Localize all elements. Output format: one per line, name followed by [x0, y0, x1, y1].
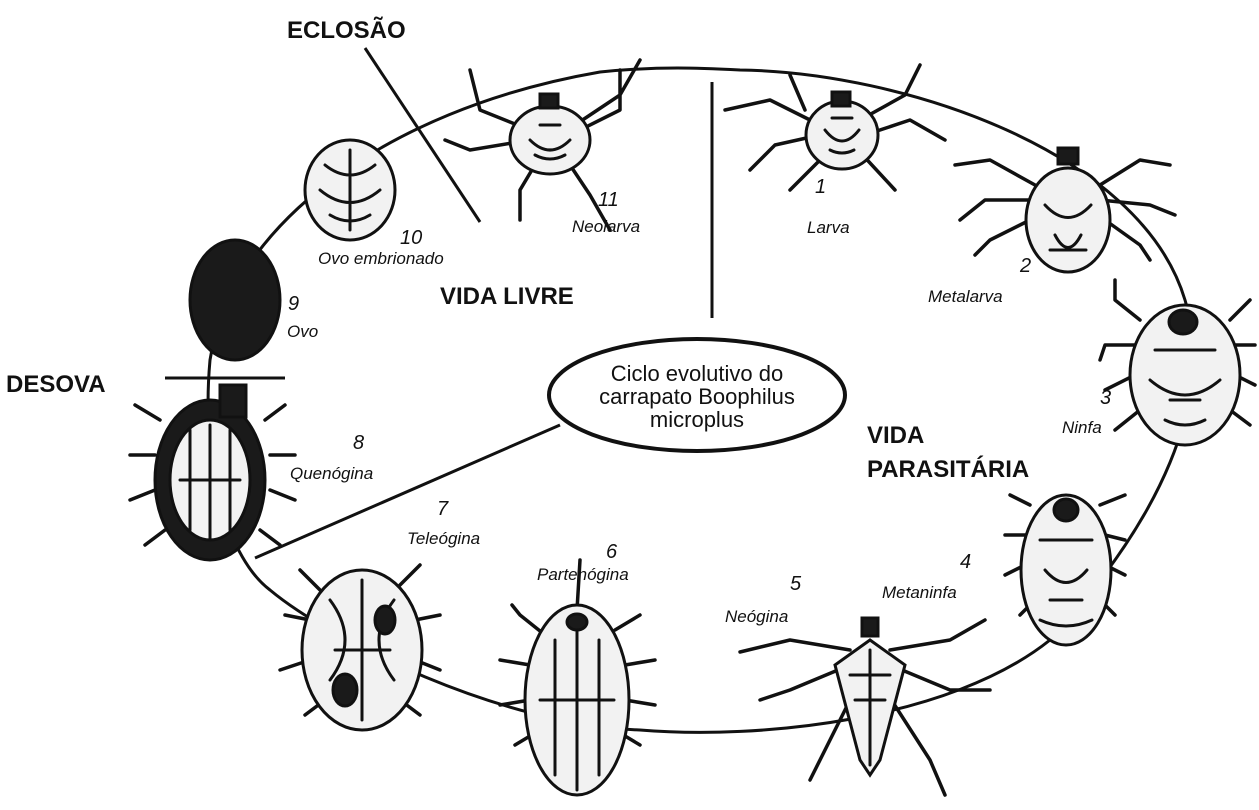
- tick-neogina: [740, 618, 990, 795]
- tick-metalarva: [955, 148, 1175, 272]
- desova-label: DESOVA: [6, 371, 106, 398]
- stage-10-name: Ovo embrionado: [318, 249, 444, 268]
- center-title-line1: Ciclo evolutivo do: [611, 361, 783, 386]
- stage-8-name: Quenógina: [290, 464, 373, 483]
- stage-11-number: 11: [598, 189, 619, 211]
- stage-7-number: 7: [437, 498, 449, 520]
- stage-11-name: Neolarva: [572, 217, 640, 236]
- stage-3-name: Ninfa: [1062, 418, 1102, 437]
- vida-parasitaria-label-line1: VIDA: [867, 422, 924, 449]
- stage-6-number: 6: [606, 541, 618, 563]
- stage-5-number: 5: [790, 573, 802, 595]
- stage-3-number: 3: [1100, 387, 1111, 409]
- egg-ovo: [190, 240, 280, 360]
- stage-2-name: Metalarva: [928, 287, 1003, 306]
- tick-ninfa: [1100, 280, 1255, 445]
- vida-parasitaria-label-line2: PARASITÁRIA: [867, 455, 1029, 483]
- center-title-line2: carrapato Boophilus: [599, 384, 795, 409]
- stage-7-name: Teleógina: [407, 529, 480, 548]
- stage-4-name: Metaninfa: [882, 583, 957, 602]
- stage-6-name: Partenógina: [537, 565, 629, 584]
- eclosao-label: ECLOSÃO: [287, 16, 406, 44]
- stage-10-number: 10: [400, 227, 422, 249]
- center-title-line3: microplus: [650, 407, 744, 432]
- stage-9-name: Ovo: [287, 322, 318, 341]
- tick-teleogina: [280, 565, 440, 730]
- stage-4-number: 4: [960, 551, 971, 573]
- tick-quenogina: [130, 385, 295, 560]
- stage-5-name: Neógina: [725, 607, 788, 626]
- stage-8-number: 8: [353, 432, 364, 454]
- tick-partenogina: [500, 560, 655, 795]
- tick-larva: [725, 65, 945, 190]
- tick-metaninfa: [1005, 495, 1125, 645]
- stage-9-number: 9: [288, 293, 299, 315]
- stage-2-number: 2: [1019, 255, 1031, 277]
- stage-1-name: Larva: [807, 218, 850, 237]
- egg-ovo-embrionado: [305, 140, 395, 240]
- stage-1-number: 1: [815, 176, 826, 198]
- vida-livre-label: VIDA LIVRE: [440, 283, 574, 310]
